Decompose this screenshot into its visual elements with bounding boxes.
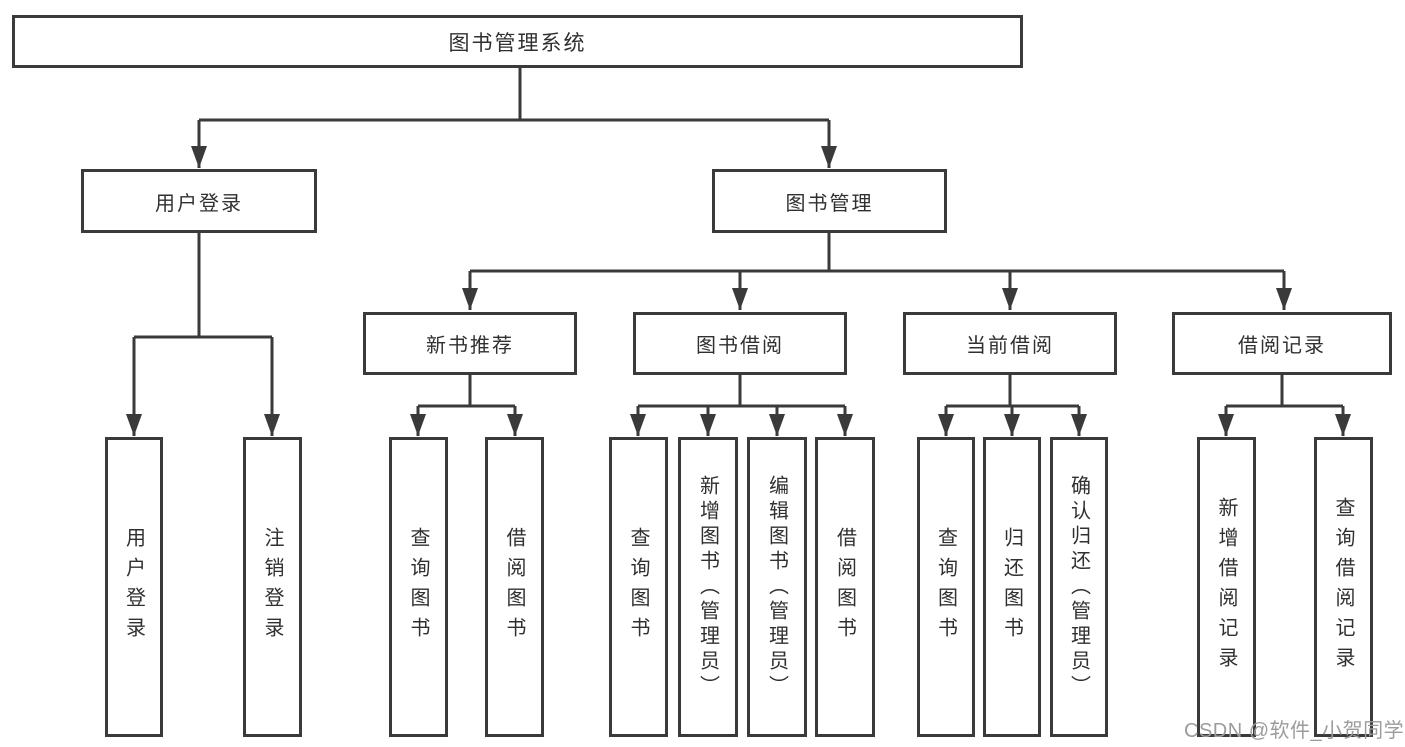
leaf-logout: 注销登录 (243, 437, 302, 737)
leaf-return-books: 归还图书 (983, 437, 1041, 737)
node-user-login: 用户登录 (81, 169, 317, 233)
leaf-confirm-return-admin: 确认归还（管理员） (1050, 437, 1108, 737)
watermark: CSDN @软件_小贺同学 (1184, 720, 1405, 742)
new-book-rail (418, 375, 515, 408)
leaf-edit-books-admin: 编辑图书（管理员） (747, 437, 807, 737)
root-rail (199, 68, 829, 122)
book-management-rail (470, 233, 1284, 273)
leaf-add-borrow-record: 新增借阅记录 (1197, 437, 1256, 737)
leaf-query-books-3: 查询图书 (917, 437, 975, 737)
leaf-user-login: 用户登录 (105, 437, 163, 737)
leaf-query-borrow-record: 查询借阅记录 (1314, 437, 1373, 737)
node-borrowing-records: 借阅记录 (1172, 312, 1392, 375)
user-login-rail (134, 233, 272, 339)
leaf-add-books-admin: 新增图书（管理员） (678, 437, 738, 737)
node-new-book-recommendation: 新书推荐 (363, 312, 577, 375)
current-borrowing-rail (946, 375, 1079, 408)
node-current-borrowing: 当前借阅 (903, 312, 1117, 375)
leaf-query-books-2: 查询图书 (609, 437, 668, 737)
book-borrowing-rail (638, 375, 845, 408)
node-book-management: 图书管理 (712, 169, 947, 233)
borrowing-records-rail (1226, 375, 1343, 408)
leaf-borrow-books-1: 借阅图书 (485, 437, 544, 737)
node-book-borrowing: 图书借阅 (633, 312, 847, 375)
leaf-borrow-books-2: 借阅图书 (815, 437, 875, 737)
leaf-query-books-1: 查询图书 (389, 437, 448, 737)
node-library-management-system: 图书管理系统 (12, 15, 1023, 68)
